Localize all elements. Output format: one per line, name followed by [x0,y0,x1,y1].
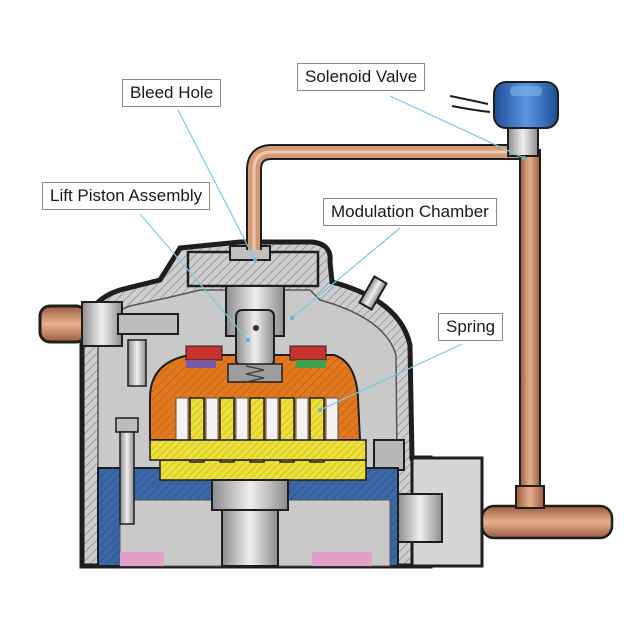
bleed-hole-label: Bleed Hole [122,79,222,107]
copper-pipe [246,144,614,540]
bottom-magenta [120,552,164,566]
callout-dots [246,156,526,412]
stub-fitting [358,275,388,311]
modulation-chamber-label: Modulation Chamber [323,198,497,226]
callout-modulation [291,227,401,319]
left-bolt [115,339,147,525]
callout-solenoid-valve [389,95,525,159]
top-cap [186,245,320,288]
callout-spring [319,343,463,411]
left-fitting [38,301,179,347]
spring [245,365,265,383]
right-housing [373,439,484,568]
lift-piston-assembly [185,285,327,383]
bottom-magenta-2 [312,552,372,566]
solenoid-valve [449,81,559,157]
callout-bleed-hole [177,109,256,261]
callout-lines [139,95,525,411]
callout-lift-piston [139,213,249,341]
spring-label: Spring [438,313,504,341]
solenoid-valve-label: Solenoid Valve [297,63,426,91]
lift-piston-assembly-label: Lift Piston Assembly [42,182,211,210]
yellow-scroll [149,397,367,481]
center-shaft [211,479,289,567]
